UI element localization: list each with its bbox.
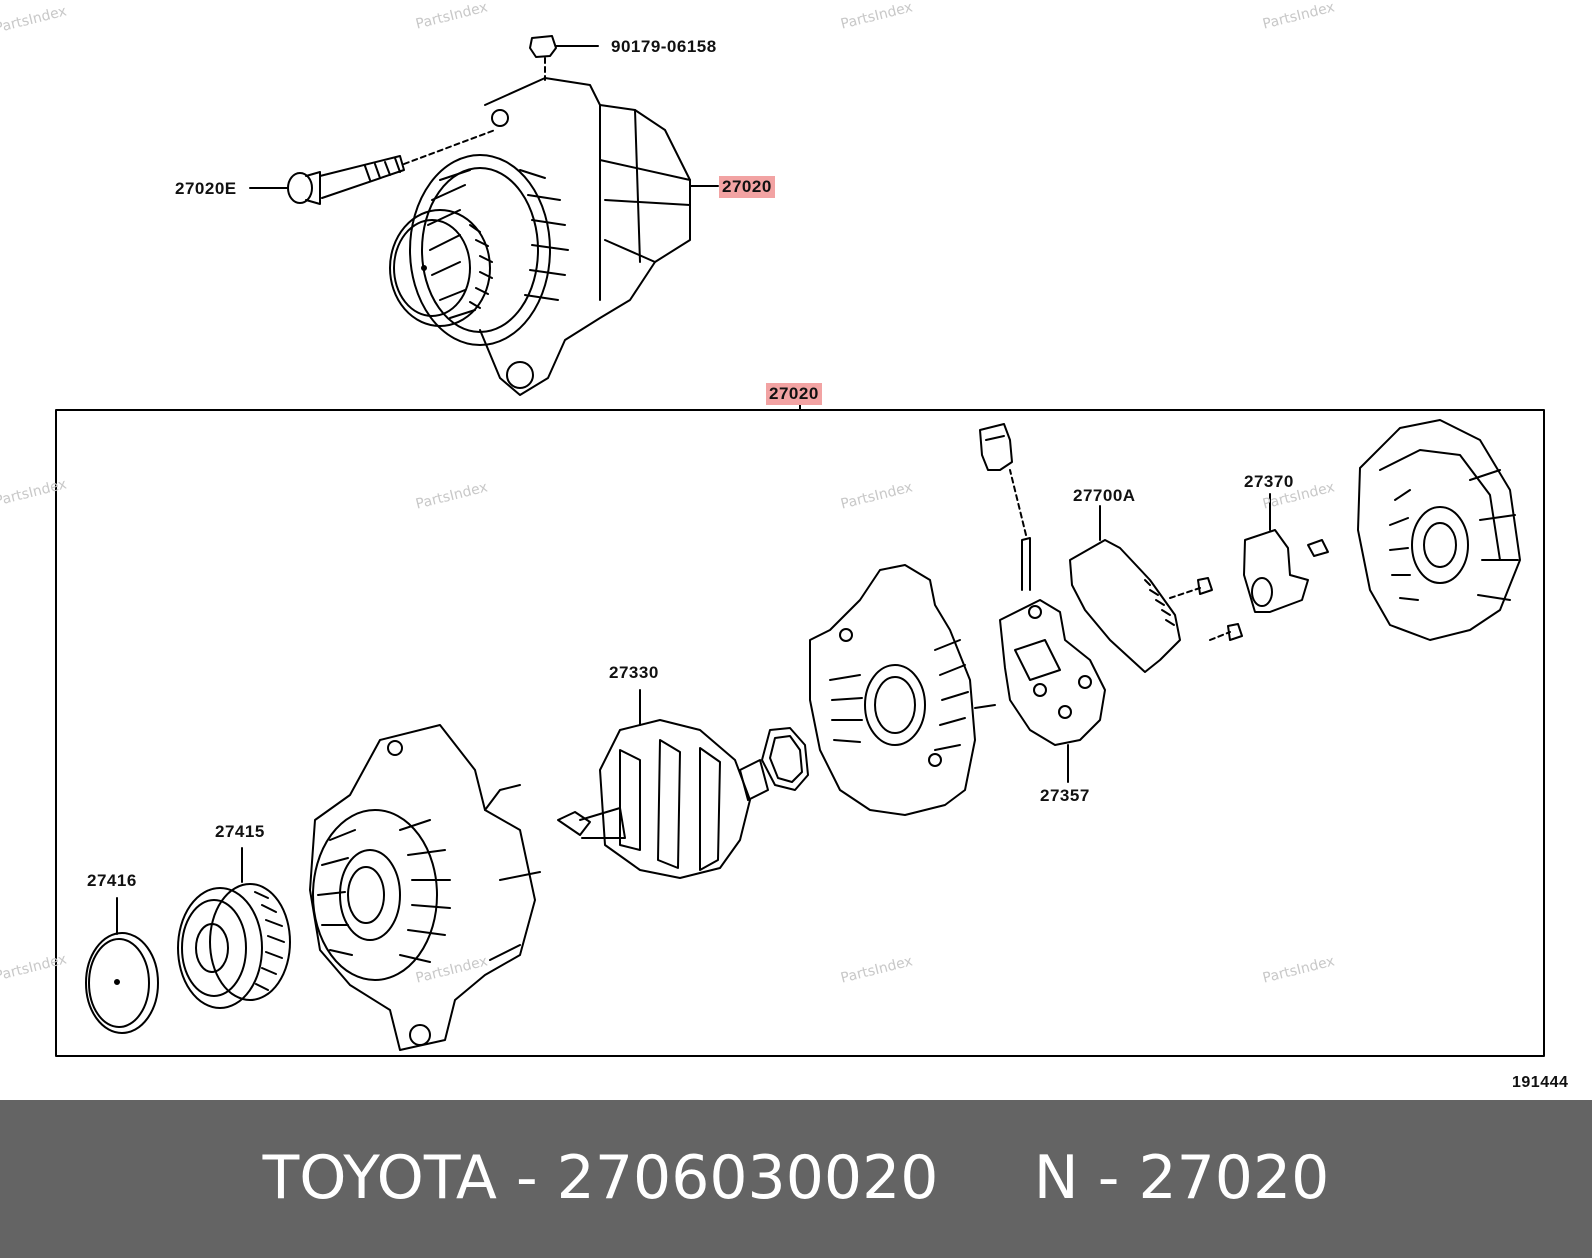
rear-cover[interactable]	[1357, 419, 1521, 641]
callout-27700a[interactable]: 27700A	[1073, 486, 1136, 505]
regulator-27700a[interactable]	[1069, 505, 1243, 673]
footer-banner: TOYOTA - 2706030020 N - 27020	[0, 1100, 1592, 1258]
alternator-assembly-top[interactable]	[389, 77, 691, 396]
callout-90179-06158[interactable]: 90179-06158	[611, 37, 717, 56]
seal-ring[interactable]	[761, 727, 809, 791]
callout-27415[interactable]: 27415	[215, 822, 265, 841]
pulley-cap-27416[interactable]	[85, 897, 159, 1034]
callout-27370[interactable]: 27370	[1244, 472, 1294, 491]
callout-27020-frame[interactable]: 27020	[766, 383, 822, 405]
pulley-27415[interactable]	[177, 847, 291, 1009]
callout-27330[interactable]: 27330	[609, 663, 659, 682]
plug-connector[interactable]	[979, 423, 1013, 471]
rear-housing[interactable]	[809, 564, 996, 816]
front-housing[interactable]	[309, 724, 541, 1051]
exploded-parts-diagram	[55, 35, 1545, 1057]
bolt-27020e[interactable]	[249, 129, 496, 205]
callout-27416[interactable]: 27416	[87, 871, 137, 890]
diagram-number: 191444	[1512, 1074, 1569, 1091]
callout-27020e[interactable]: 27020E	[175, 179, 237, 198]
bolt-90179-06158[interactable]	[529, 35, 599, 81]
rectifier-holder-27357[interactable]	[999, 469, 1106, 783]
callout-27020-top[interactable]: 27020	[719, 176, 775, 198]
callout-27357[interactable]: 27357	[1040, 786, 1090, 805]
footer-part-number: TOYOTA - 2706030020 N - 27020	[262, 1143, 1330, 1213]
rotor-27330[interactable]	[557, 689, 769, 879]
brush-holder-27370[interactable]	[1243, 493, 1329, 613]
